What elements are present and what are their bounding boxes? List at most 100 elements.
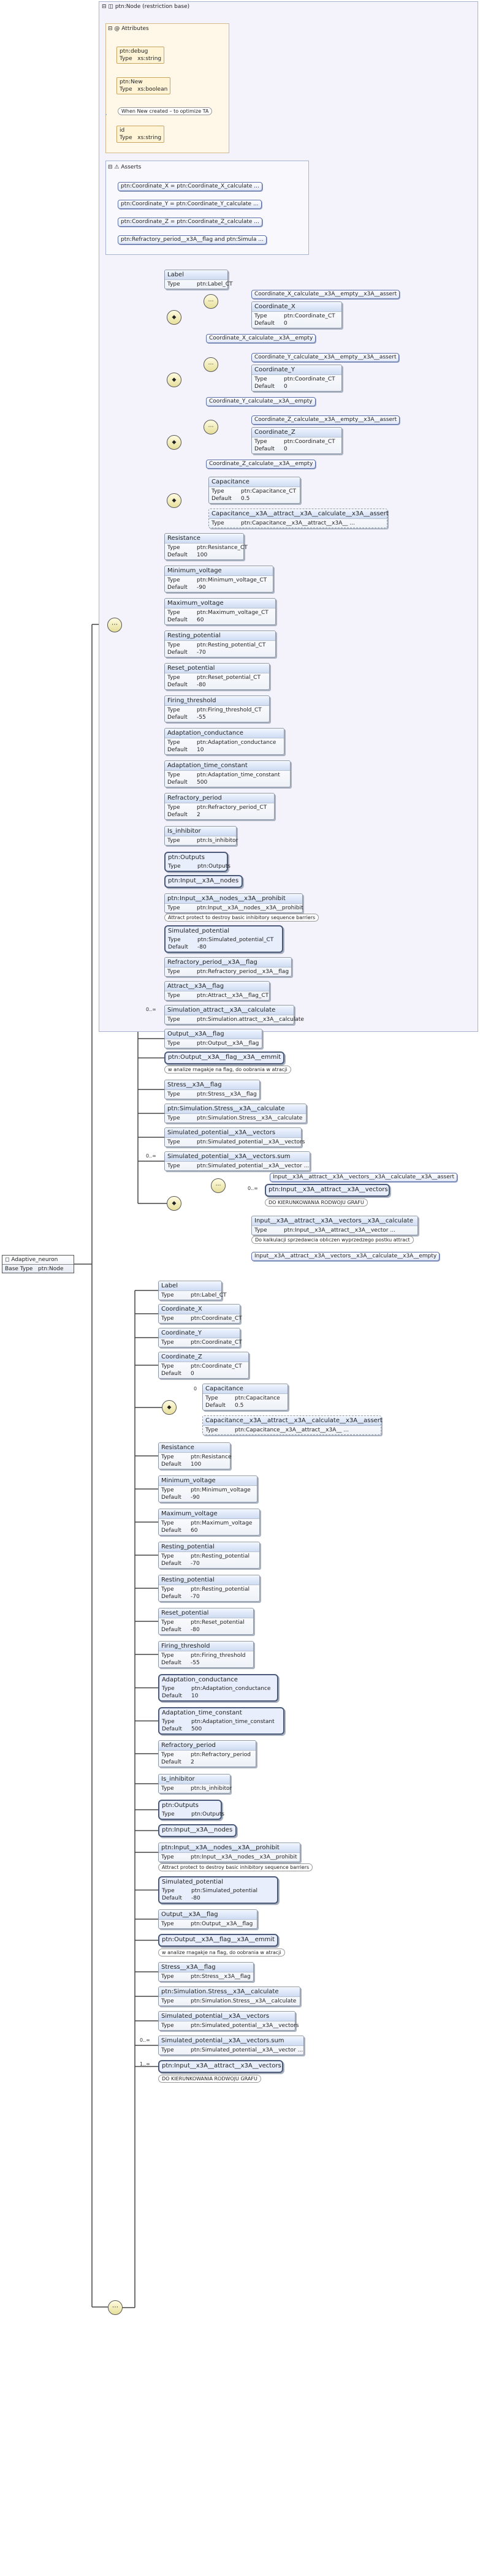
upper-coord-y-empty[interactable]: Coordinate_Y_calculate__x3A__empty [206,397,316,406]
sequence-compositor-upper[interactable]: ⋯ [107,618,122,632]
attribute-icon: @ [114,26,120,32]
assert-refractory-flag[interactable]: ptn:Refractory_period__x3A__flag and ptn… [118,235,267,244]
attr-new-note: When New created – to optimize TA [118,107,213,115]
upper-coord-x-assert[interactable]: Coordinate_X_calculate__x3A__empty__x3A_… [251,290,400,299]
upper-output-flag-emmit[interactable]: ptn:Output__x3A__flag__x3A__emmit [164,1051,284,1064]
lower-input-attract-vectors[interactable]: ptn:Input__x3A__attract__x3A__vectors [158,2060,283,2073]
asserts-header: ⊟ ⚠ Asserts [108,164,142,170]
lower-input-nodes[interactable]: ptn:Input__x3A__nodes [158,1824,237,1837]
upper-choice-coord-x[interactable]: ◆ [167,310,181,325]
assert-coordinate-z[interactable]: ptn:Coordinate_Z = ptn:Coordinate_Z_calc… [118,218,262,227]
upper-input-nodes[interactable]: ptn:Input__x3A__nodes [164,875,243,888]
lower-capacitance-assert[interactable]: Capacitance__x3A__attract__x3A__calculat… [202,1415,383,1435]
upper-coord-z-assert[interactable]: Coordinate_Z_calculate__x3A__empty__x3A_… [251,415,400,425]
upper-coord-x-empty[interactable]: Coordinate_X_calculate__x3A__empty [206,334,316,343]
upper-capacitance-assert[interactable]: Capacitance__x3A__attract__x3A__calculat… [208,509,389,528]
upper-seq-coord-x[interactable]: ⋯ [204,294,218,309]
assert-coordinate-x[interactable]: ptn:Coordinate_X = ptn:Coordinate_X_calc… [118,182,262,191]
upper-choice-capacitance[interactable]: ◆ [167,493,181,508]
upper-choice-coord-y[interactable]: ◆ [167,373,181,387]
collapse-icon[interactable]: ⊟ [108,26,113,32]
upper-input-attract-empty[interactable]: Input__x3A__attract__x3A__vectors__x3A__… [251,1252,440,1261]
sequence-compositor-lower[interactable]: ⋯ [108,2300,123,2315]
root-element-adaptive-neuron[interactable]: ◻ Adaptive_neuron Base Type ptn:Node [2,1255,74,1273]
upper-input-attract-assert[interactable]: Input__x3A__attract__x3A__vectors__x3A__… [270,1173,457,1182]
lower-simpsum-cardinality: 0..∞ [140,2037,150,2043]
upper-choice-coord-z[interactable]: ◆ [167,435,181,450]
upper-seq-input-attract[interactable]: ⋯ [211,1178,226,1193]
upper-input-attract-calculate[interactable]: Input__x3A__attract__x3A__vectors__x3A__… [251,1216,418,1235]
lower-inattr-cardinality: 1..∞ [140,2061,150,2067]
upper-seq-coord-y[interactable]: ⋯ [204,357,218,372]
upper-input-attract-vectors[interactable]: ptn:Input__x3A__attract__x3A__vectors [265,1184,390,1197]
upper-input-attract-calculate-note: Do kalkulacji sprzedawcia obliczen wyprz… [251,1236,414,1244]
lower-choice-capacitance[interactable]: ◆ [162,1400,177,1415]
upper-coord-z-empty[interactable]: Coordinate_Z_calculate__x3A__empty [206,460,316,469]
assert-icon: ⚠ [114,164,120,170]
lower-output-flag-emmit[interactable]: ptn:Output__x3A__flag__x3A__emmit [158,1934,278,1947]
upper-input-attract-note: DO KIERUNKOWANIA RODWOJU GRAFU [265,1199,368,1207]
root-name: ◻ Adaptive_neuron [2,1256,74,1265]
assert-coordinate-y[interactable]: ptn:Coordinate_Y = ptn:Coordinate_Y_calc… [118,200,262,209]
upper-seq-coord-z[interactable]: ⋯ [204,420,218,434]
collapse-icon[interactable]: ⊟ [102,4,107,10]
upper-choice-input-attract[interactable]: ◆ [167,1196,181,1211]
upper-coord-y-assert[interactable]: Coordinate_Y_calculate__x3A__empty__x3A_… [251,353,400,362]
upper-prohibit-note: Attract protect to destroy basic inhibit… [164,914,319,922]
collapse-icon[interactable]: ⊟ [108,164,113,170]
